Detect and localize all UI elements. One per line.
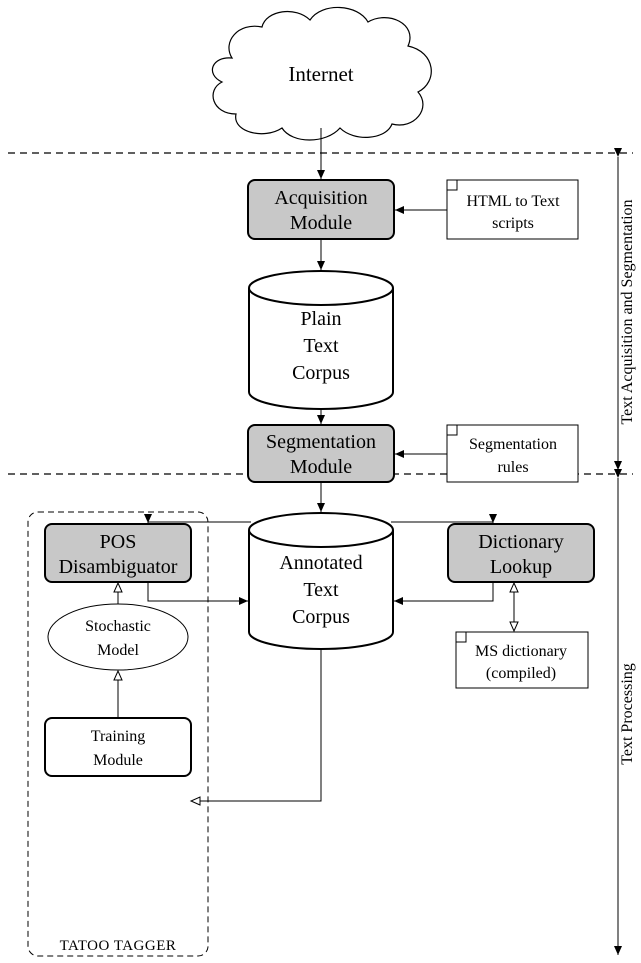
- acquisition-module: Acquisition Module: [247, 179, 395, 240]
- edge-pos-annotated: [147, 582, 248, 605]
- ms-dictionary-line1: MS dictionary: [475, 643, 567, 660]
- internet-label: Internet: [288, 62, 353, 86]
- annotated-corpus-line2: Text: [303, 579, 339, 601]
- tatoo-tagger-label: TATOO TAGGER: [60, 938, 177, 954]
- annotated-text-corpus: Annotated Text Corpus: [248, 512, 394, 650]
- stochastic-line1: Stochastic: [85, 618, 151, 635]
- ms-dictionary-line2: (compiled): [486, 665, 556, 682]
- segmentation-module-line1: Segmentation: [266, 431, 376, 453]
- section-label-processing: Text Processing: [619, 663, 636, 765]
- dictionary-line1: Dictionary: [478, 531, 564, 553]
- internet-cloud: Internet: [211, 6, 432, 141]
- edge-annotated-training: [189, 649, 322, 806]
- pos-line1: POS: [100, 531, 137, 553]
- plain-corpus-line1: Plain: [300, 308, 341, 330]
- section-label-acquisition: Text Acquisition and Segmentation: [619, 199, 636, 424]
- edge-dictionary-annotated: [394, 582, 494, 605]
- annotated-corpus-line1: Annotated: [279, 552, 362, 574]
- html-to-text-line2: scripts: [492, 215, 534, 232]
- pos-disambiguator: POS Disambiguator: [44, 523, 192, 583]
- acquisition-module-line1: Acquisition: [274, 187, 367, 209]
- segmentation-rules-note: Segmentation rules: [446, 424, 579, 483]
- dictionary-lookup: Dictionary Lookup: [447, 523, 595, 583]
- segmentation-module: Segmentation Module: [247, 424, 395, 483]
- plain-text-corpus: Plain Text Corpus: [248, 270, 394, 410]
- stochastic-model: Stochastic Model: [47, 603, 189, 671]
- plain-corpus-line2: Text: [303, 335, 339, 357]
- acquisition-module-line2: Module: [290, 212, 352, 234]
- html-to-text-line1: HTML to Text: [466, 193, 560, 210]
- segmentation-rules-line2: rules: [497, 459, 528, 476]
- ms-dictionary-note: MS dictionary (compiled): [455, 631, 589, 689]
- edge-annotated-pos: [144, 514, 251, 523]
- pos-line2: Disambiguator: [59, 556, 178, 578]
- segmentation-module-line2: Module: [290, 456, 352, 478]
- training-line2: Module: [93, 752, 143, 769]
- training-module: Training Module: [44, 717, 192, 777]
- training-line1: Training: [91, 728, 146, 745]
- annotated-corpus-line3: Corpus: [292, 606, 350, 628]
- dictionary-line2: Lookup: [490, 556, 552, 578]
- connectors: [113, 128, 519, 806]
- html-to-text-note: HTML to Text scripts: [446, 179, 579, 240]
- stochastic-line2: Model: [97, 642, 139, 659]
- plain-corpus-line3: Corpus: [292, 362, 350, 384]
- edge-annotated-dictionary: [391, 514, 497, 523]
- segmentation-rules-line1: Segmentation: [469, 436, 557, 453]
- tatoo-tagger-group: TATOO TAGGER: [27, 511, 209, 957]
